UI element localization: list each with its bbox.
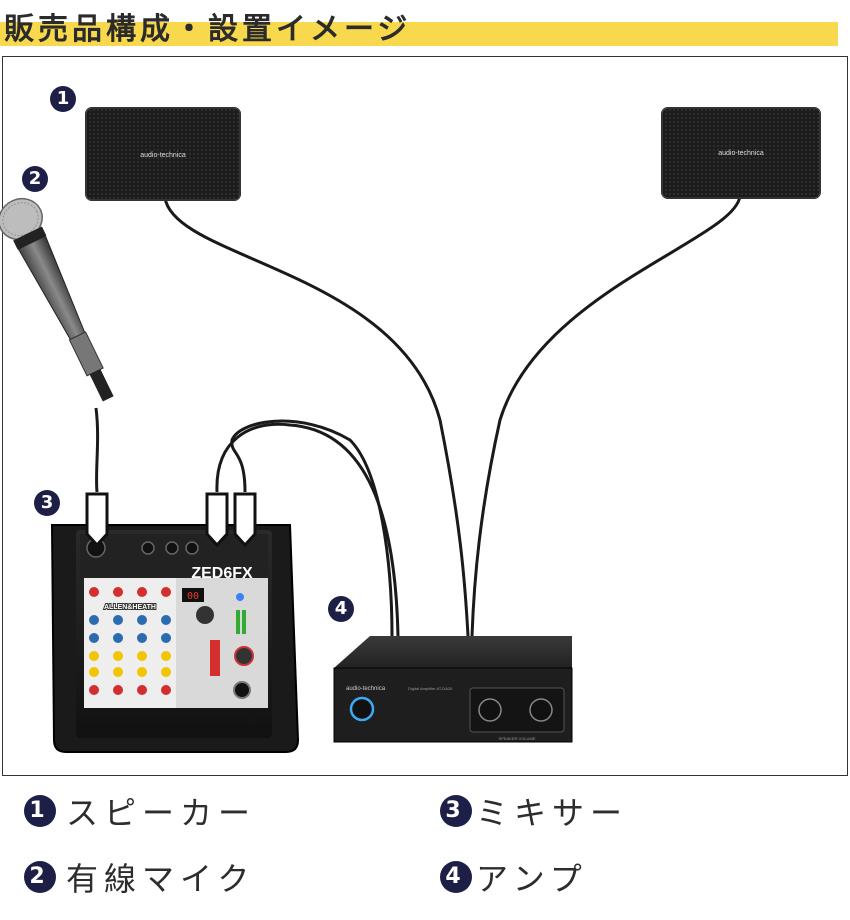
cable-mic bbox=[94, 407, 100, 493]
speaker-right-logo: audio-technica bbox=[718, 150, 764, 157]
marker-mic: 2 bbox=[22, 166, 48, 192]
microphone bbox=[0, 197, 114, 402]
speaker-left: audio-technica bbox=[85, 107, 241, 201]
legend-label: スピーカー bbox=[66, 794, 257, 832]
marker-speaker: 1 bbox=[50, 86, 76, 112]
title-banner: 販売品構成・設置イメージ bbox=[0, 0, 850, 50]
legend-item-amp: 4 アンプ bbox=[440, 854, 588, 900]
amplifier: audio-technica Digital Amplifier AT-DA20… bbox=[333, 636, 573, 743]
amp-knob-label: SPEAKER VOLUME bbox=[499, 736, 536, 741]
cable-mixer-amp-a bbox=[215, 422, 400, 637]
speaker-left-logo: audio-technica bbox=[140, 152, 186, 159]
legend-badge: 3 bbox=[440, 795, 472, 827]
cable-speaker-right bbox=[470, 195, 742, 637]
legend-item-mixer: 3 ミキサー bbox=[440, 788, 628, 834]
mixer-model: ZED6FX bbox=[191, 565, 253, 582]
mixer-brand: ALLEN&HEATH bbox=[104, 604, 156, 611]
amp-brand: audio-technica bbox=[346, 686, 386, 692]
legend-label: アンプ bbox=[476, 860, 588, 898]
cable-speaker-left bbox=[163, 197, 470, 637]
mixer-meter-display: 00 bbox=[187, 591, 199, 602]
legend-label: 有線マイク bbox=[66, 860, 256, 898]
mixer: ZED6FX ALLEN&HEATH 00 bbox=[50, 492, 300, 753]
marker-amp: 4 bbox=[328, 596, 354, 622]
legend-item-speaker: 1 スピーカー bbox=[24, 788, 256, 834]
legend-item-mic: 2 有線マイク bbox=[24, 854, 255, 900]
legend-badge: 4 bbox=[440, 861, 472, 893]
legend-badge: 2 bbox=[24, 861, 56, 893]
title-highlight-bar bbox=[0, 22, 838, 46]
speaker-right: audio-technica bbox=[661, 107, 821, 199]
legend-label: ミキサー bbox=[476, 794, 629, 832]
amp-model-text: Digital Amplifier AT-DA20 bbox=[408, 686, 453, 691]
cable-mixer-amp-b bbox=[230, 419, 394, 637]
marker-mixer: 3 bbox=[34, 490, 60, 516]
legend-badge: 1 bbox=[24, 795, 56, 827]
page-title: 販売品構成・設置イメージ bbox=[4, 12, 412, 47]
cables bbox=[94, 195, 742, 637]
